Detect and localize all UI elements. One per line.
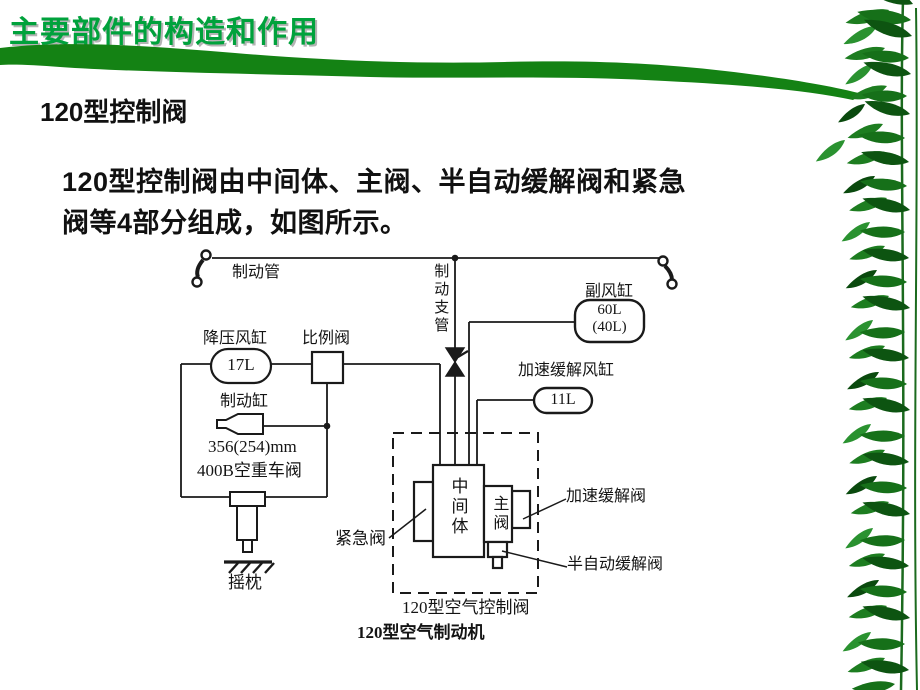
label-pressure-reducing-reservoir: 降压风缸 bbox=[203, 330, 268, 347]
label-brake-cylinder: 制动缸 bbox=[220, 393, 269, 410]
pipe-junction-dot bbox=[451, 254, 459, 262]
bamboo-decoration bbox=[815, 0, 918, 690]
proportional-valve-pipe bbox=[343, 363, 441, 465]
label-60l: 60L bbox=[597, 302, 622, 318]
label-brake-branch-pipe: 制动支管 bbox=[432, 263, 449, 335]
emergency-valve-leader bbox=[388, 508, 427, 539]
label-intermediate-body: 中间体 bbox=[448, 477, 468, 537]
empty-load-valve-shape bbox=[229, 491, 266, 553]
label-main-valve: 主阀 bbox=[490, 495, 508, 533]
label-40l: (40L) bbox=[592, 319, 627, 336]
hose-coupling-left bbox=[191, 249, 212, 288]
label-aux-reservoir: 副风缸 bbox=[585, 283, 634, 300]
bamboo-leaves bbox=[815, 0, 915, 690]
proportional-valve-shape bbox=[310, 350, 345, 385]
control-valve-assembly bbox=[412, 463, 532, 570]
section-heading: 120型控制阀 bbox=[40, 97, 188, 127]
semi-auto-release-valve-leader bbox=[501, 550, 568, 568]
pipe-junction-dot2 bbox=[323, 422, 331, 430]
label-accel-release-valve: 加速缓解阀 bbox=[566, 488, 647, 505]
caption-diagram-title: 120型空气制动机 bbox=[357, 623, 485, 642]
body-text-line2: 阀等4部分组成，如图所示。 bbox=[62, 208, 408, 238]
label-brake-cylinder-size: 356(254)mm bbox=[208, 437, 297, 456]
label-emergency-valve: 紧急阀 bbox=[335, 529, 386, 548]
caption-control-valve: 120型空气控制阀 bbox=[402, 598, 530, 617]
label-17l: 17L bbox=[227, 355, 255, 374]
accel-release-valve-shape bbox=[510, 489, 532, 530]
page-title: 主要部件的构造和作用 bbox=[9, 16, 319, 49]
brake-cylinder-shape bbox=[216, 413, 264, 435]
cutoff-cock-icon bbox=[444, 347, 469, 377]
bolster-ground-icon bbox=[224, 560, 275, 574]
hose-coupling-right bbox=[657, 255, 678, 290]
accel-release-valve-leader bbox=[522, 498, 567, 520]
title-underline-swoosh bbox=[0, 44, 862, 100]
label-11l: 11L bbox=[550, 391, 576, 408]
label-empty-load-valve: 400B空重车阀 bbox=[197, 461, 302, 480]
emergency-valve-shape bbox=[412, 480, 435, 543]
label-aux-capacity: 60L (40L) bbox=[575, 302, 644, 337]
label-proportional-valve: 比例阀 bbox=[302, 330, 351, 347]
accel-reservoir-pipe bbox=[476, 399, 535, 465]
label-brake-pipe: 制动管 bbox=[232, 264, 281, 281]
body-text-line1: 120型控制阀由中间体、主阀、半自动缓解阀和紧急 bbox=[62, 167, 687, 197]
semi-auto-release-valve-shape bbox=[486, 540, 509, 559]
label-semi-auto-release-valve: 半自动缓解阀 bbox=[567, 556, 664, 573]
label-bolster: 摇枕 bbox=[228, 573, 262, 592]
label-accel-release-reservoir: 加速缓解风缸 bbox=[518, 362, 615, 379]
